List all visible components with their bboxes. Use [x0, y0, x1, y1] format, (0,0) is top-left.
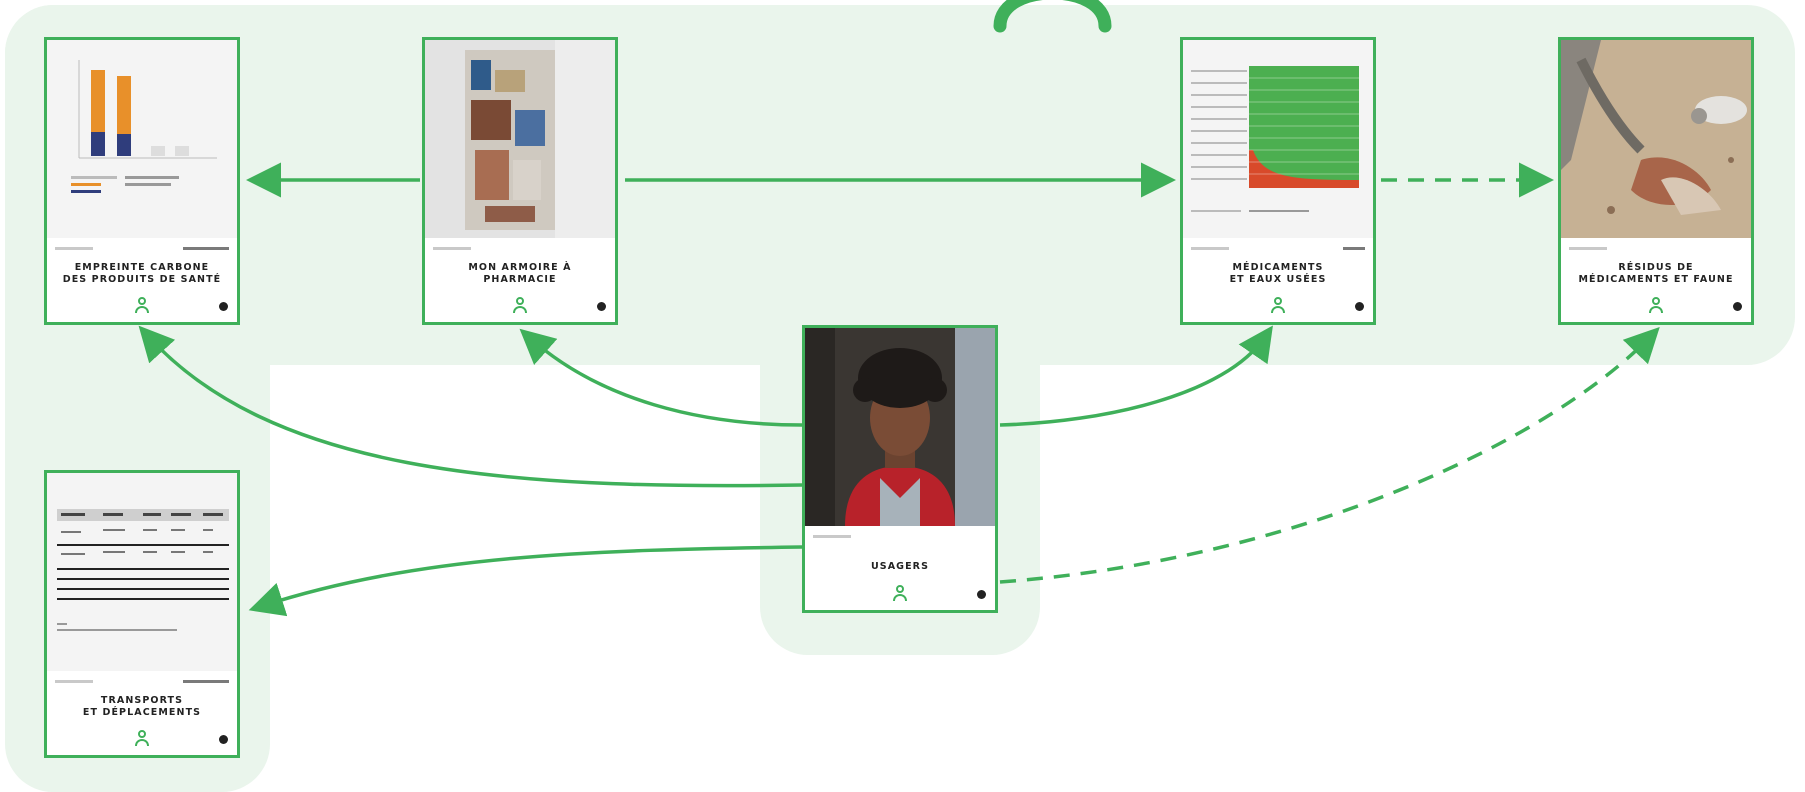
vultures-photo	[1561, 40, 1751, 238]
card-medicaments-eaux-usees[interactable]: MÉDICAMENTS ET EAUX USÉES	[1180, 37, 1376, 325]
card-meta-left	[433, 247, 471, 250]
card-empreinte-carbone[interactable]: EMPREINTE CARBONE DES PRODUITS DE SANTÉ	[44, 37, 240, 325]
card-mon-armoire[interactable]: MON ARMOIRE À PHARMACIE	[422, 37, 618, 325]
card-title: MÉDICAMENTS ET EAUX USÉES	[1229, 262, 1327, 285]
arrow-usagers-to-empreinte	[138, 325, 803, 488]
card-residus-faune[interactable]: RÉSIDUS DE MÉDICAMENTS ET FAUNE	[1558, 37, 1754, 325]
card-meta-right	[1343, 247, 1365, 250]
portrait-photo	[805, 328, 995, 526]
data-table-thumbnail	[47, 473, 237, 671]
leaf-person-icon	[1269, 296, 1287, 314]
top-arch-icon	[993, 0, 1112, 33]
card-meta-right	[183, 680, 229, 683]
arrow-usagers-to-residus	[999, 326, 1660, 584]
stacked-bar-chart-thumbnail	[47, 40, 237, 238]
gear-icon	[219, 735, 228, 744]
leaf-person-icon	[1647, 296, 1665, 314]
card-title: USAGERS	[870, 561, 930, 572]
leaf-person-icon	[133, 296, 151, 314]
leaf-person-icon	[511, 296, 529, 314]
card-title: EMPREINTE CARBONE DES PRODUITS DE SANTÉ	[62, 262, 222, 285]
gear-icon	[977, 590, 986, 599]
card-title: RÉSIDUS DE MÉDICAMENTS ET FAUNE	[1578, 262, 1734, 285]
card-meta-left	[1569, 247, 1607, 250]
gear-icon	[597, 302, 606, 311]
medicine-cabinet-photo	[425, 40, 615, 238]
leaf-person-icon	[891, 584, 909, 602]
card-meta-right	[183, 247, 229, 250]
gear-icon	[1733, 302, 1742, 311]
gear-icon	[219, 302, 228, 311]
card-meta-left	[55, 680, 93, 683]
card-transports[interactable]: TRANSPORTS ET DÉPLACEMENTS	[44, 470, 240, 758]
card-title: TRANSPORTS ET DÉPLACEMENTS	[82, 695, 202, 718]
connectors	[138, 162, 1660, 617]
card-meta-left	[813, 535, 851, 538]
heatmap-chart-thumbnail	[1183, 40, 1373, 238]
card-meta-left	[1191, 247, 1229, 250]
card-title: MON ARMOIRE À PHARMACIE	[468, 262, 572, 285]
card-meta-left	[55, 247, 93, 250]
arrow-usagers-to-medicaments	[999, 325, 1273, 427]
gear-icon	[1355, 302, 1364, 311]
card-usagers[interactable]: USAGERS	[802, 325, 998, 613]
leaf-person-icon	[133, 729, 151, 747]
arrow-usagers-to-transports	[248, 545, 803, 617]
arrow-usagers-to-armoire	[519, 328, 803, 427]
